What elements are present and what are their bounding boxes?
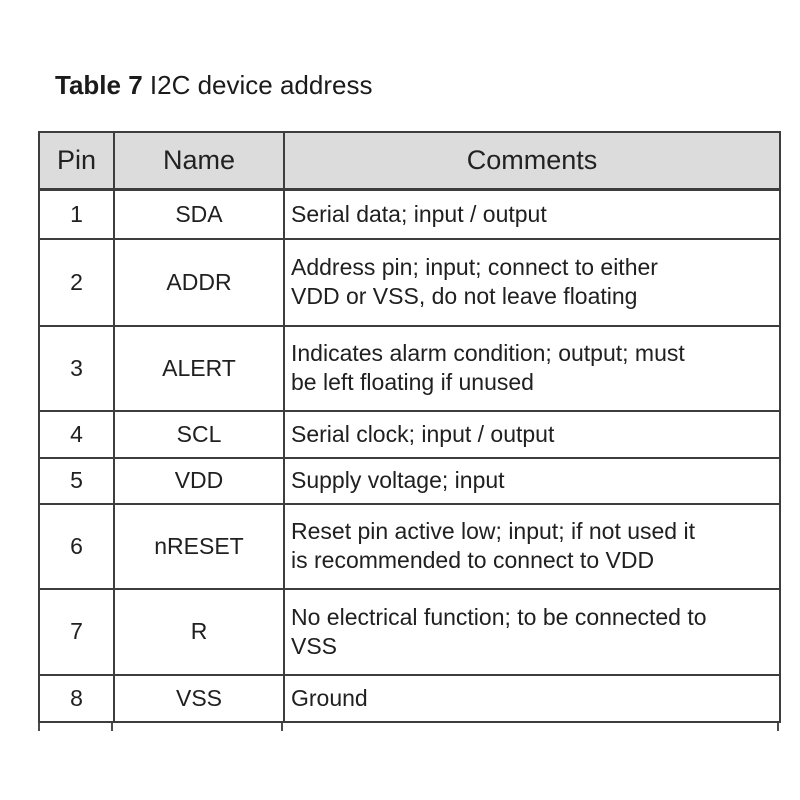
i2c-address-table: Pin Name Comments 1 SDA Serial data; inp… (38, 131, 781, 723)
table-row: 3 ALERT Indicates alarm condition; outpu… (38, 324, 781, 412)
comments-cell: Serial clock; input / output (283, 409, 781, 459)
comments-cell: Indicates alarm condition; output; must … (283, 324, 781, 412)
table-row: 5 VDD Supply voltage; input (38, 456, 781, 505)
name-cell: VDD (113, 456, 285, 505)
name-cell: SDA (113, 188, 285, 240)
cutoff-border-stub (38, 722, 40, 731)
pin-cell: 8 (38, 673, 115, 723)
pin-cell: 6 (38, 502, 115, 590)
table-row: 1 SDA Serial data; input / output (38, 188, 781, 240)
pin-cell: 2 (38, 237, 115, 327)
comments-cell: Serial data; input / output (283, 188, 781, 240)
table-row: 4 SCL Serial clock; input / output (38, 409, 781, 459)
cutoff-border-stub (281, 722, 283, 731)
table-row: 6 nRESET Reset pin active low; input; if… (38, 502, 781, 590)
comments-cell: No electrical function; to be connected … (283, 587, 781, 676)
i2c-address-table-container: Pin Name Comments 1 SDA Serial data; inp… (38, 131, 781, 731)
column-header-name: Name (113, 131, 285, 191)
table-row: 2 ADDR Address pin; input; connect to ei… (38, 237, 781, 327)
comments-cell: Supply voltage; input (283, 456, 781, 505)
name-cell: ALERT (113, 324, 285, 412)
comments-cell: Ground (283, 673, 781, 723)
pin-cell: 7 (38, 587, 115, 676)
name-cell: R (113, 587, 285, 676)
name-cell: VSS (113, 673, 285, 723)
table-caption: Table 7 I2C device address (55, 70, 372, 100)
pin-cell: 5 (38, 456, 115, 505)
table-row: 7 R No electrical function; to be connec… (38, 587, 781, 676)
name-cell: SCL (113, 409, 285, 459)
name-cell: nRESET (113, 502, 285, 590)
table-header-row: Pin Name Comments (38, 131, 781, 191)
comments-cell: Address pin; input; connect to either VD… (283, 237, 781, 327)
name-cell: ADDR (113, 237, 285, 327)
column-header-pin: Pin (38, 131, 115, 191)
pin-cell: 4 (38, 409, 115, 459)
comments-cell: Reset pin active low; input; if not used… (283, 502, 781, 590)
pin-cell: 3 (38, 324, 115, 412)
table-cutoff-row (38, 722, 779, 731)
table-caption-number: Table 7 (55, 70, 143, 100)
cutoff-border-stub (777, 722, 779, 731)
pin-cell: 1 (38, 188, 115, 240)
table-caption-text: I2C device address (142, 70, 373, 100)
cutoff-border-stub (111, 722, 113, 731)
column-header-comments: Comments (283, 131, 781, 191)
table-row: 8 VSS Ground (38, 673, 781, 723)
